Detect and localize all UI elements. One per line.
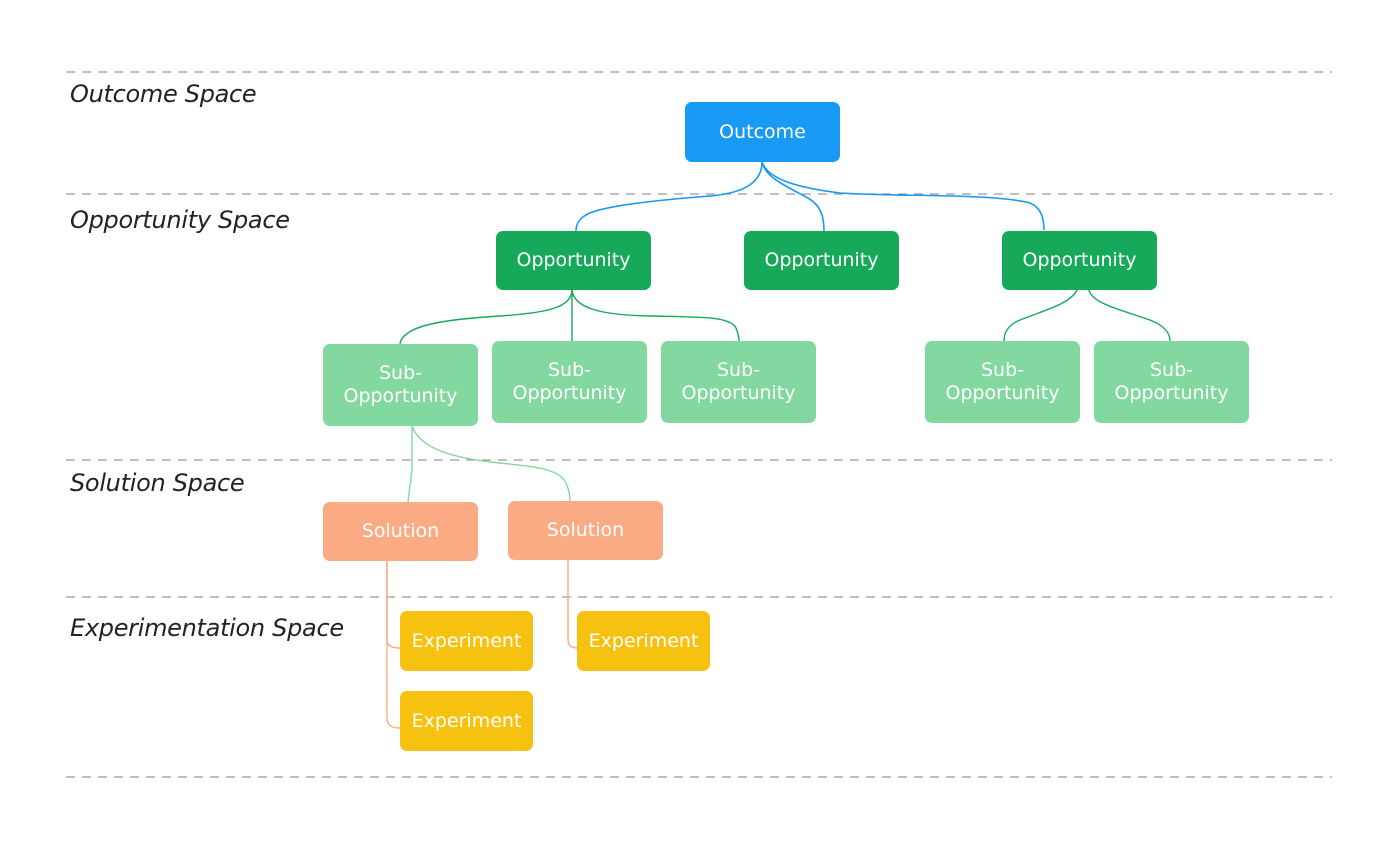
connector-outcome-opportunity-2: [761, 161, 825, 232]
sub-opportunity-node[interactable]: Sub- Opportunity: [1094, 341, 1249, 423]
connector-outcome-opportunity-1: [575, 161, 763, 232]
experiment-node[interactable]: Experiment: [400, 611, 533, 671]
opportunity-node[interactable]: Opportunity: [744, 231, 899, 290]
experiment-node[interactable]: Experiment: [400, 691, 533, 751]
solution-node[interactable]: Solution: [508, 501, 663, 560]
connector-outcome-opportunity-3: [761, 161, 1045, 231]
connector-sub-solution-2: [411, 425, 571, 502]
opportunity-node[interactable]: Opportunity: [1002, 231, 1157, 290]
connector-solution-experiment-1: [386, 561, 401, 649]
opportunity-space-label: Opportunity Space: [70, 206, 290, 234]
connector-sub-solution-1: [407, 426, 413, 503]
solution-space-label: Solution Space: [70, 469, 245, 497]
sub-opportunity-node[interactable]: Sub- Opportunity: [925, 341, 1080, 423]
opportunity-node[interactable]: Opportunity: [496, 231, 651, 290]
connector-opportunity-sub-3: [571, 289, 740, 342]
connector-solution-experiment-2: [386, 561, 401, 729]
experiment-node[interactable]: Experiment: [577, 611, 710, 671]
sub-opportunity-node[interactable]: Sub- Opportunity: [492, 341, 647, 423]
outcome-space-label: Outcome Space: [70, 80, 257, 108]
experimentation-space-label: Experimentation Space: [70, 614, 344, 642]
connector-opportunity-sub-5: [1088, 289, 1171, 342]
sub-opportunity-node[interactable]: Sub- Opportunity: [661, 341, 816, 423]
sub-opportunity-node[interactable]: Sub- Opportunity: [323, 344, 478, 426]
connector-opportunity-sub-4: [1003, 289, 1078, 342]
solution-node[interactable]: Solution: [323, 502, 478, 561]
connector-opportunity-sub-1: [399, 289, 573, 346]
connector-solution-experiment-3: [567, 560, 579, 649]
outcome-node[interactable]: Outcome: [685, 102, 840, 162]
